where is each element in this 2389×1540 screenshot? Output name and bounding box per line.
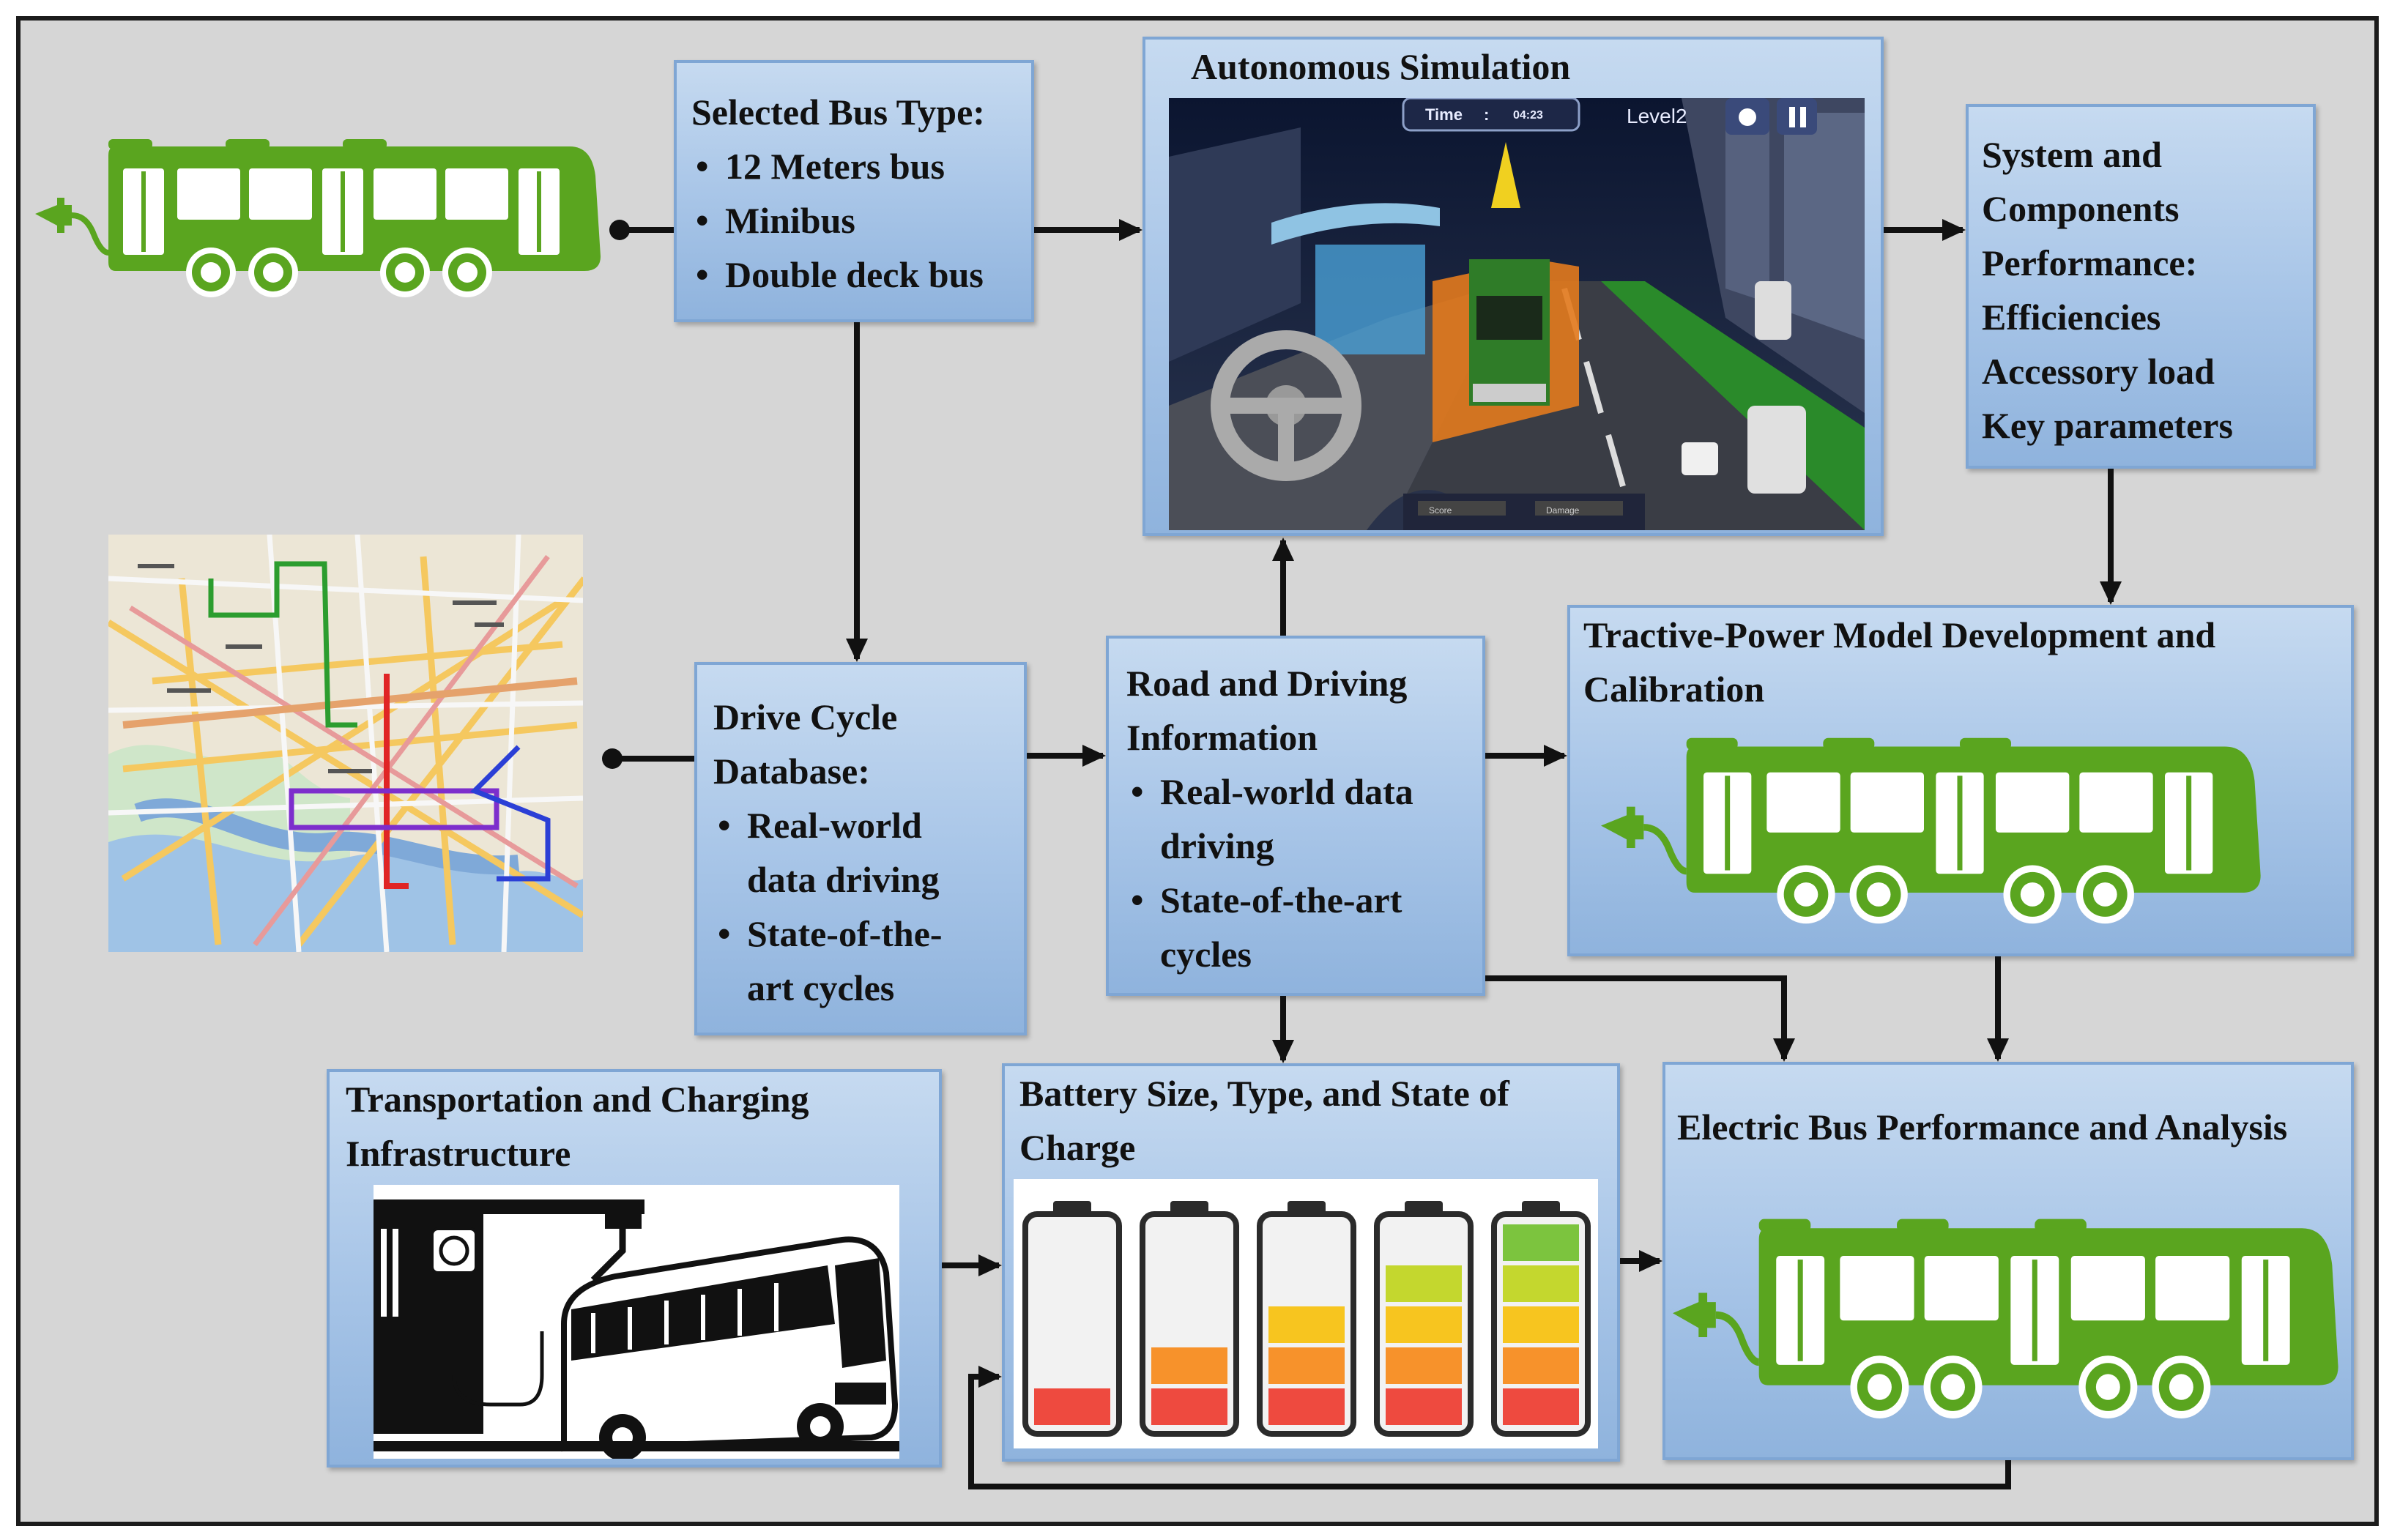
connector-dot (602, 748, 623, 769)
system-performance-line: Components (1982, 188, 2180, 229)
battery-title: Battery Size, Type, and State of (1019, 1073, 1509, 1114)
battery-charge-segment (1386, 1306, 1462, 1343)
road-info-title: Road and Driving (1126, 663, 1408, 704)
arrow-analysis-feedback-to-battery (968, 1366, 2011, 1489)
battery-charge-segment (1268, 1388, 1345, 1425)
system-performance-line: Performance: (1982, 242, 2198, 283)
system-performance-line: Accessory load (1982, 351, 2215, 392)
hud-time-separator: : (1484, 105, 1489, 124)
hud-bottom-left: Score (1429, 505, 1452, 516)
simulation-title: Autonomous Simulation (1191, 46, 1571, 87)
pause-icon (1777, 98, 1817, 135)
hud-bottom-right: Damage (1546, 505, 1580, 516)
tractive-title: Calibration (1583, 669, 1765, 710)
bus-type-item: 12 Meters bus (691, 139, 984, 193)
battery-charge-segment (1503, 1388, 1579, 1425)
battery-charge-segment (1268, 1306, 1345, 1343)
system-performance-line: Key parameters (1982, 405, 2233, 446)
battery-charge-segment (1268, 1347, 1345, 1384)
hud-time-value: 04:23 (1513, 109, 1543, 122)
battery-charge-segment (1151, 1388, 1227, 1425)
battery-charge-segment (1151, 1347, 1227, 1384)
hud-time-label: Time (1425, 105, 1463, 124)
arrow-road-to-analysis (1485, 975, 1795, 1062)
battery-charge-segment (1503, 1347, 1579, 1384)
system-performance-line: Efficiencies (1982, 297, 2161, 338)
bus-type-item: Double deck bus (691, 248, 984, 302)
road-driving-info-box: Road and Driving Information Real-world … (1106, 636, 1485, 996)
battery-charge-segment (1386, 1347, 1462, 1384)
transport-title: Infrastructure (346, 1133, 571, 1174)
city-route-map-image (108, 535, 583, 952)
battery-title: Charge (1019, 1127, 1136, 1168)
battery-charge-segment (1503, 1224, 1579, 1261)
bus-charging-station-image (374, 1185, 899, 1459)
drive-cycle-item: State-of-the-art cycles (713, 907, 943, 1015)
tractive-title: Tractive-Power Model Development and (1583, 614, 2216, 655)
battery-charge-segment (1034, 1388, 1110, 1425)
road-info-title: Information (1126, 717, 1318, 758)
battery-charge-segment (1386, 1265, 1462, 1302)
bus-type-item: Minibus (691, 193, 984, 248)
system-performance-box: System and Components Performance: Effic… (1966, 104, 2316, 469)
battery-charge-segment (1386, 1388, 1462, 1425)
bus-type-box: Selected Bus Type: 12 Meters bus Minibus… (674, 60, 1034, 322)
battery-charge-levels-image (1014, 1179, 1598, 1448)
transport-title: Transportation and Charging (346, 1079, 809, 1120)
system-performance-line: System and (1982, 134, 2162, 175)
battery-charge-segment (1503, 1306, 1579, 1343)
drive-cycle-title: Drive Cycle (713, 696, 898, 737)
hud-level: Level2 (1627, 105, 1687, 127)
bus-driving-simulator-screenshot: Time : 04:23 Level2 Score Damage (1169, 98, 1865, 530)
analysis-title: Electric Bus Performance and Analysis (1677, 1106, 2288, 1147)
connector-dot (609, 220, 630, 240)
battery-charge-segment (1503, 1265, 1579, 1302)
bus-type-title: Selected Bus Type: (691, 92, 985, 133)
battery-icon (1022, 1211, 1122, 1437)
drive-cycle-title: Database: (713, 751, 870, 792)
